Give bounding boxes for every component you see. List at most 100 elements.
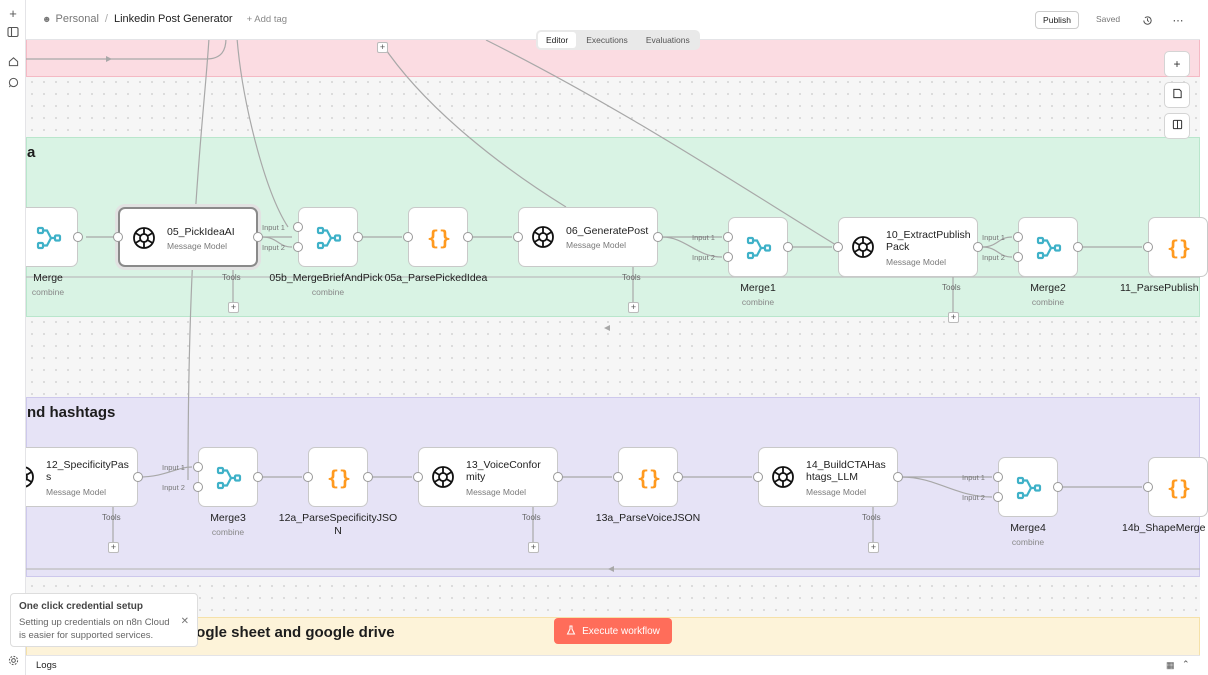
extract-publish-node[interactable]: 10_ExtractPublishPack Message Model: [838, 217, 978, 277]
generate-post-node[interactable]: 06_GeneratePost Message Model: [518, 207, 658, 267]
add-tool-button[interactable]: +: [528, 542, 539, 553]
input-port[interactable]: [303, 472, 313, 482]
settings-icon[interactable]: [5, 652, 21, 668]
output-port[interactable]: [463, 232, 473, 242]
output-port[interactable]: [353, 232, 363, 242]
parse-specificity-node[interactable]: {}: [308, 447, 368, 507]
input-port[interactable]: [993, 472, 1003, 482]
input-port[interactable]: [1143, 242, 1153, 252]
node-sub: combine: [1011, 537, 1045, 547]
chat-icon[interactable]: [5, 74, 21, 90]
input-port[interactable]: [413, 472, 423, 482]
add-tool-button[interactable]: +: [108, 542, 119, 553]
merge3-node[interactable]: [198, 447, 258, 507]
merge2-node[interactable]: [1018, 217, 1078, 277]
merge-icon: [36, 225, 62, 251]
output-port[interactable]: [553, 472, 563, 482]
output-port[interactable]: [673, 472, 683, 482]
output-port[interactable]: [1073, 242, 1083, 252]
input-port[interactable]: [403, 232, 413, 242]
add-tool-button[interactable]: +: [228, 302, 239, 313]
pick-idea-node[interactable]: 05_PickIdeaAI Message Model: [118, 207, 258, 267]
node-sub: combine: [1031, 297, 1065, 307]
input-port[interactable]: [723, 232, 733, 242]
add-node-control[interactable]: +: [1164, 51, 1190, 77]
input-port[interactable]: [513, 232, 523, 242]
tab-executions[interactable]: Executions: [586, 35, 628, 45]
input-port[interactable]: [993, 492, 1003, 502]
add-tool-button[interactable]: +: [868, 542, 879, 553]
panel-toggle-control[interactable]: [1164, 113, 1190, 139]
voice-node[interactable]: 13_VoiceConformity Message Model: [418, 447, 558, 507]
breadcrumb-separator: /: [104, 13, 108, 25]
output-port[interactable]: [783, 242, 793, 252]
input-port[interactable]: [193, 462, 203, 472]
tools-label: Tools: [222, 273, 241, 282]
output-port[interactable]: [1053, 482, 1063, 492]
output-port[interactable]: [653, 232, 663, 242]
merge-node[interactable]: [18, 207, 78, 267]
output-port[interactable]: [133, 472, 143, 482]
merge1-node[interactable]: [728, 217, 788, 277]
output-port[interactable]: [973, 242, 983, 252]
input-label: Input 1: [982, 233, 1005, 242]
output-port[interactable]: [73, 232, 83, 242]
workflow-name[interactable]: Linkedin Post Generator: [113, 13, 233, 25]
node-sub: combine: [31, 287, 65, 297]
input-port[interactable]: [723, 252, 733, 262]
input-port[interactable]: [753, 472, 763, 482]
logs-panel-icon[interactable]: ▦: [1166, 660, 1175, 670]
history-icon[interactable]: [1139, 12, 1155, 28]
shape-merge-node[interactable]: {}: [1148, 457, 1208, 517]
close-icon[interactable]: ✕: [180, 616, 189, 627]
logs-bar[interactable]: Logs ▦ ⌃: [26, 655, 1200, 675]
output-port[interactable]: [253, 232, 263, 242]
node-label: 05b_MergeBriefAndPick: [269, 272, 383, 284]
add-icon[interactable]: +: [9, 5, 17, 21]
add-node-button[interactable]: +: [377, 42, 388, 53]
add-tool-button[interactable]: +: [628, 302, 639, 313]
output-port[interactable]: [893, 472, 903, 482]
input-port[interactable]: [613, 472, 623, 482]
input-port[interactable]: [113, 232, 123, 242]
tools-label: Tools: [942, 283, 961, 292]
chevron-up-icon[interactable]: ⌃: [1182, 659, 1190, 669]
add-tag-button[interactable]: + Add tag: [246, 13, 288, 25]
node-sub: combine: [741, 297, 775, 307]
tab-editor[interactable]: Editor: [538, 32, 577, 48]
input-port[interactable]: [1143, 482, 1153, 492]
build-cta-node[interactable]: 14_BuildCTAHashtags_LLM Message Model: [758, 447, 898, 507]
merge-icon: [746, 235, 772, 261]
sticky-title: oogle sheet and google drive: [187, 624, 395, 641]
input-port[interactable]: [293, 222, 303, 232]
node-title: 14_BuildCTAHashtags_LLM: [806, 459, 886, 483]
parse-voice-node[interactable]: {}: [618, 447, 678, 507]
code-icon: {}: [1166, 236, 1192, 260]
parse-publish-node[interactable]: {}: [1148, 217, 1208, 277]
workflow-canvas[interactable]: a nd hashtags oogle sheet and google dri…: [0, 37, 1208, 667]
publish-button[interactable]: Publish: [1035, 11, 1079, 29]
merge-brief-node[interactable]: [298, 207, 358, 267]
sticky-title: nd hashtags: [27, 404, 116, 421]
input-label: Input 1: [262, 223, 285, 232]
breadcrumb: ☻ Personal / Linkedin Post Generator + A…: [42, 13, 287, 25]
execute-workflow-button[interactable]: Execute workflow: [554, 618, 672, 644]
add-tool-button[interactable]: +: [948, 312, 959, 323]
sticky-note-control[interactable]: [1164, 82, 1190, 108]
output-port[interactable]: [363, 472, 373, 482]
node-label: Merge1: [740, 282, 776, 294]
input-port[interactable]: [1013, 252, 1023, 262]
home-icon[interactable]: [5, 53, 21, 69]
more-options-icon[interactable]: ⋯: [1172, 14, 1184, 27]
input-port[interactable]: [833, 242, 843, 252]
parse-picked-node[interactable]: {}: [408, 207, 468, 267]
input-port[interactable]: [193, 482, 203, 492]
input-label: Input 1: [962, 473, 985, 482]
output-port[interactable]: [253, 472, 263, 482]
input-port[interactable]: [1013, 232, 1023, 242]
merge4-node[interactable]: [998, 457, 1058, 517]
project-link[interactable]: ☻ Personal: [42, 13, 99, 25]
sidebar-toggle-icon[interactable]: [5, 24, 21, 40]
input-port[interactable]: [293, 242, 303, 252]
tab-evaluations[interactable]: Evaluations: [645, 35, 690, 45]
